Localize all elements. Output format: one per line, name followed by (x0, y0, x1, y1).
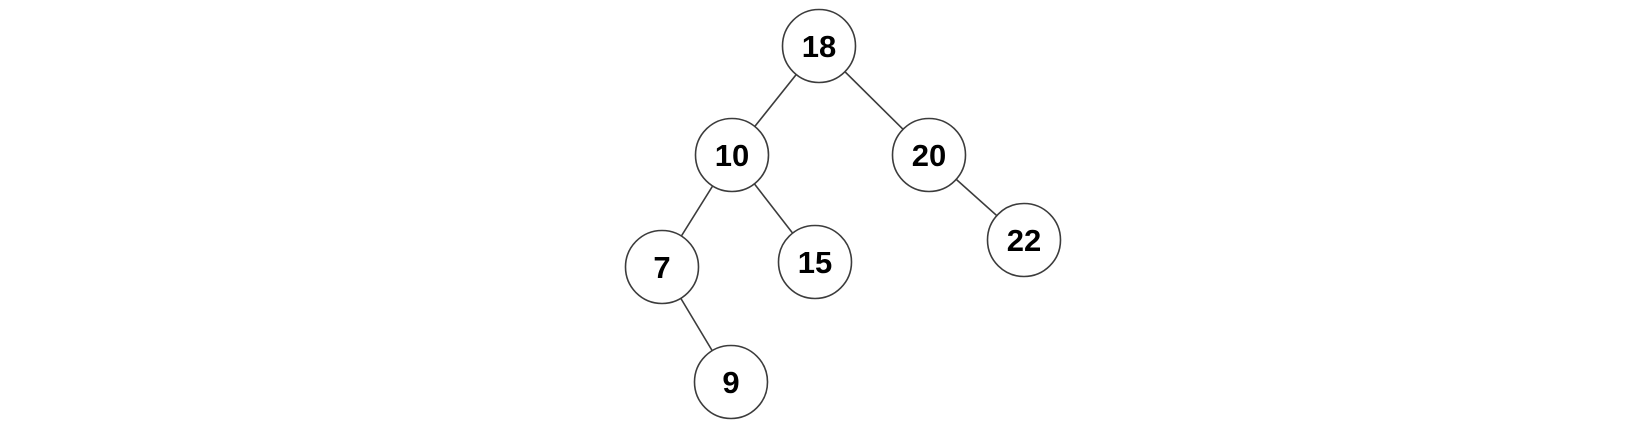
node-value: 9 (722, 365, 739, 400)
tree-nodes-layer: 18 10 20 7 15 22 9 (624, 8, 1062, 420)
node-value: 15 (798, 245, 832, 280)
node-value: 20 (912, 138, 946, 173)
node-circle (624, 229, 700, 305)
node-circle (694, 117, 770, 193)
tree-node-20: 20 (891, 117, 967, 193)
node-value: 10 (715, 138, 749, 173)
node-value: 22 (1007, 223, 1041, 258)
node-value: 7 (653, 250, 670, 285)
node-value: 18 (802, 29, 836, 64)
node-circle (693, 344, 769, 420)
node-circle (777, 224, 853, 300)
tree-node-7: 7 (624, 229, 700, 305)
node-circle (891, 117, 967, 193)
tree-node-15: 15 (777, 224, 853, 300)
tree-node-22: 22 (986, 202, 1062, 278)
node-circle (781, 8, 857, 84)
tree-edges-layer (661, 45, 1025, 383)
node-circle (986, 202, 1062, 278)
tree-node-18: 18 (781, 8, 857, 84)
tree-node-10: 10 (694, 117, 770, 193)
tree-node-9: 9 (693, 344, 769, 420)
